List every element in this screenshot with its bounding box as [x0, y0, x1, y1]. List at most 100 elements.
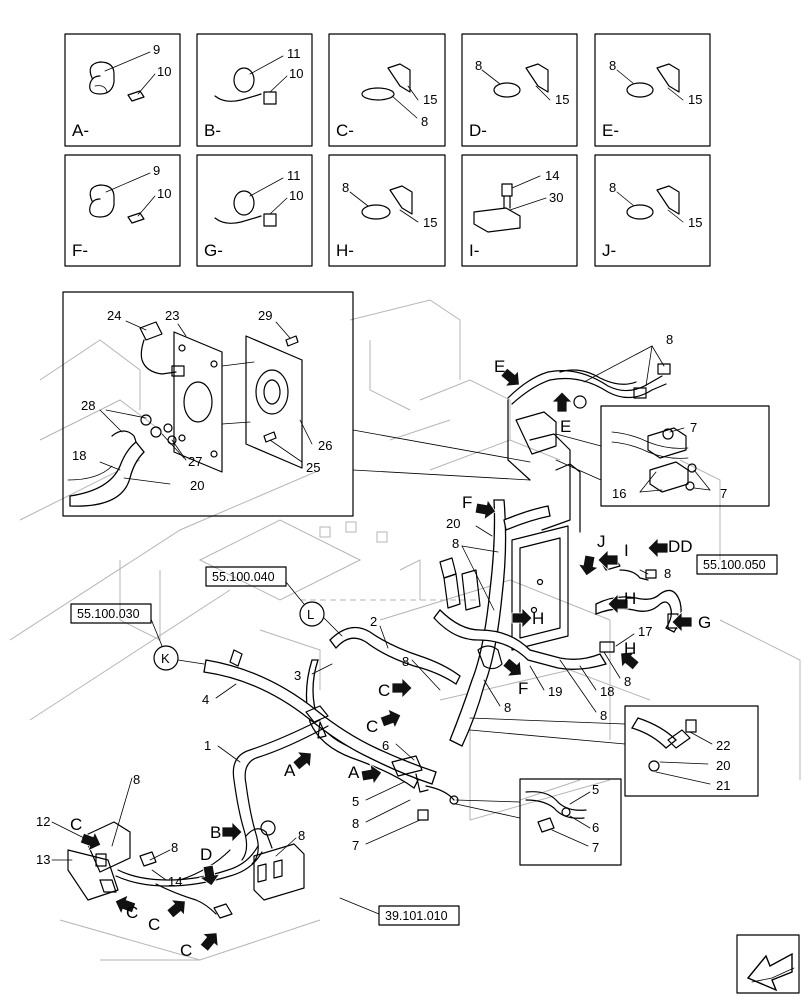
arrow-icon[interactable] — [736, 934, 800, 994]
view-arrow-e2: E — [551, 391, 573, 436]
callout-15: 15 — [555, 92, 569, 107]
callout-7: 7 — [720, 486, 727, 501]
section-ref-030[interactable]: 55.100.030 — [70, 603, 163, 647]
callout-11: 11 — [287, 168, 301, 183]
detail-box-d: 8 15 D- — [461, 33, 578, 147]
callout-26: 26 — [318, 438, 332, 453]
svg-text:2: 2 — [370, 614, 377, 629]
inset-leader — [469, 717, 626, 725]
callout-29: 29 — [258, 308, 272, 323]
svg-text:E: E — [560, 417, 571, 436]
view-arrow-h2: H — [511, 607, 544, 629]
detail-letter-j: J- — [602, 241, 616, 260]
detail-letter-a: A- — [72, 121, 89, 140]
inset-ground-clamp: 5 6 7 — [519, 778, 622, 866]
callout-20: 20 — [190, 478, 204, 493]
svg-text:1: 1 — [204, 738, 211, 753]
svg-text:8: 8 — [504, 700, 511, 715]
view-arrow-c: C — [378, 677, 413, 700]
callout-11: 11 — [287, 46, 301, 61]
callout-8: 8 — [609, 180, 616, 195]
view-arrow-dd: DD — [647, 537, 693, 559]
svg-text:A: A — [348, 763, 360, 782]
svg-text:8: 8 — [171, 840, 178, 855]
view-arrow-a: A — [284, 744, 319, 780]
svg-text:8: 8 — [402, 654, 409, 669]
circle-label-l: L — [299, 601, 343, 637]
callout-24: 24 — [107, 308, 121, 323]
callout-6: 6 — [592, 820, 599, 835]
inset-leader — [455, 799, 521, 803]
detail-box-h: 8 15 H- — [328, 154, 446, 267]
view-arrow-i: I — [597, 541, 629, 571]
view-arrow-h: H — [607, 589, 636, 615]
svg-text:J: J — [597, 532, 606, 551]
detail-letter-e: E- — [602, 121, 619, 140]
detail-box-f: 9 10 F- — [64, 154, 181, 267]
svg-text:DD: DD — [668, 537, 693, 556]
svg-text:18: 18 — [600, 684, 614, 699]
svg-text:55.100.040: 55.100.040 — [212, 570, 275, 584]
callout-9: 9 — [153, 42, 160, 57]
callout-10: 10 — [157, 64, 171, 79]
callout-8: 8 — [342, 180, 349, 195]
inset-leader — [469, 729, 626, 745]
svg-text:7: 7 — [352, 838, 359, 853]
section-ref-040[interactable]: 55.100.040 — [205, 566, 305, 605]
view-arrow-h3: H — [613, 639, 643, 675]
inset-leader — [455, 803, 521, 819]
inset-leader — [555, 433, 602, 447]
view-arrow-a2: A — [348, 762, 384, 787]
detail-letter-g: G- — [204, 241, 223, 260]
view-arrow-g: G — [671, 611, 711, 633]
section-ref-050[interactable]: 55.100.050 — [696, 554, 778, 575]
inset-leader — [352, 469, 531, 481]
callout-14: 14 — [545, 168, 559, 183]
callout-25: 25 — [306, 460, 320, 475]
inset-leader — [555, 459, 602, 481]
main-wire-harness — [67, 363, 682, 919]
callout-27: 27 — [188, 454, 202, 469]
section-ref-010[interactable]: 39.101.010 — [339, 897, 460, 926]
callout-10: 10 — [289, 188, 303, 203]
svg-text:C: C — [126, 903, 138, 922]
svg-text:F: F — [518, 679, 528, 698]
callout-8: 8 — [475, 58, 482, 73]
inset-hose-fitting: 22 20 21 — [624, 705, 759, 797]
svg-text:K: K — [161, 651, 170, 666]
callout-20: 20 — [716, 758, 730, 773]
svg-text:14: 14 — [168, 874, 182, 889]
view-arrow-c6: C — [180, 925, 226, 960]
callout-8: 8 — [421, 114, 428, 129]
svg-text:C: C — [180, 941, 192, 960]
detail-box-i: 14 30 I- — [461, 154, 578, 267]
detail-letter-c: C- — [336, 121, 354, 140]
detail-letter-b: B- — [204, 121, 221, 140]
svg-text:8: 8 — [664, 566, 671, 581]
svg-text:8: 8 — [352, 816, 359, 831]
svg-text:B: B — [210, 823, 221, 842]
callout-18: 18 — [72, 448, 86, 463]
callout-23: 23 — [165, 308, 179, 323]
detail-box-g: 11 10 G- — [196, 154, 313, 267]
view-arrow-f: F — [462, 493, 498, 522]
callout-16: 16 — [612, 486, 626, 501]
svg-text:H: H — [624, 589, 636, 608]
callout-8: 8 — [609, 58, 616, 73]
svg-text:55.100.050: 55.100.050 — [703, 558, 766, 572]
svg-text:12: 12 — [36, 814, 50, 829]
detail-box-a: 9 10 A- — [64, 33, 181, 147]
svg-text:I: I — [624, 541, 629, 560]
callout-7: 7 — [592, 840, 599, 855]
svg-text:5: 5 — [352, 794, 359, 809]
view-arrow-e: E — [494, 357, 527, 394]
callout-15: 15 — [423, 215, 437, 230]
callout-15: 15 — [688, 215, 702, 230]
svg-text:4: 4 — [202, 692, 209, 707]
callout-22: 22 — [716, 738, 730, 753]
svg-text:13: 13 — [36, 852, 50, 867]
svg-text:8: 8 — [666, 332, 673, 347]
svg-text:3: 3 — [294, 668, 301, 683]
inset-solenoid: 7 16 7 — [600, 405, 770, 507]
